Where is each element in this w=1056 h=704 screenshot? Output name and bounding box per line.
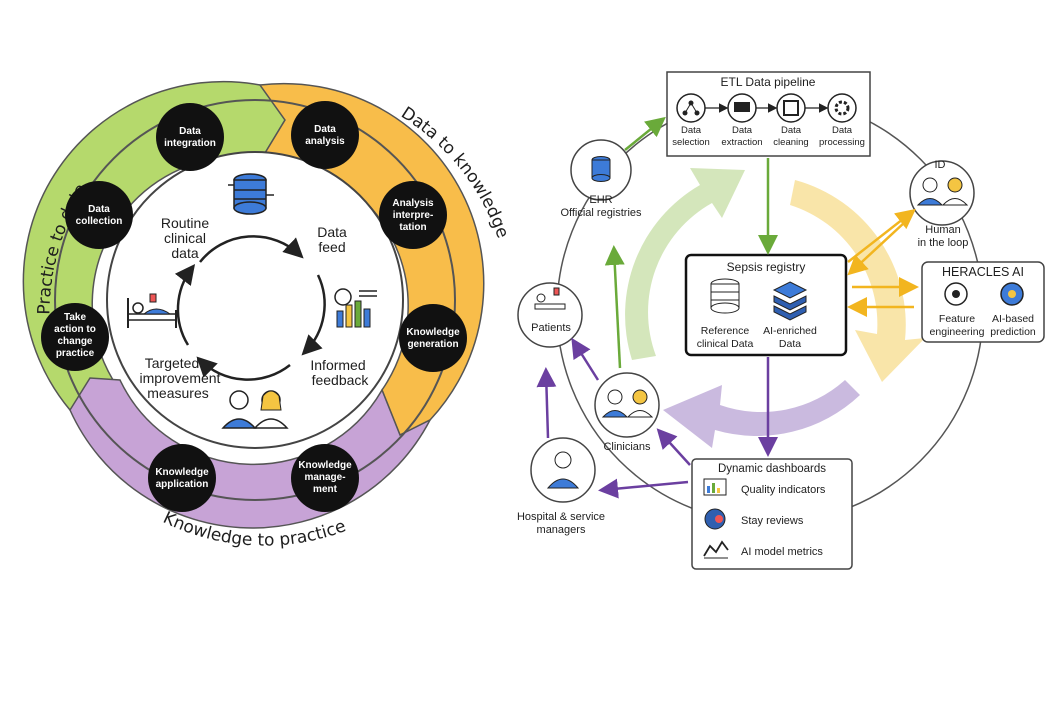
- svg-text:Dynamic dashboards: Dynamic dashboards: [718, 463, 826, 475]
- svg-text:Stay reviews: Stay reviews: [741, 515, 804, 527]
- yellow-band-arrow: [790, 180, 925, 382]
- green-band-arrow: [625, 168, 745, 360]
- svg-text:AI model metrics: AI model metrics: [741, 546, 823, 558]
- patients-node: Patients: [517, 282, 583, 348]
- clinicians-icon: [221, 390, 289, 429]
- etl-title: ETL Data pipeline: [721, 75, 816, 89]
- svg-text:HERACLES AI: HERACLES AI: [942, 265, 1024, 279]
- clinicians-node: Clinicians: [594, 372, 660, 453]
- dynamic-dashboards-box: Dynamic dashboards Quality indicators St…: [691, 458, 853, 570]
- svg-text:Clinicians: Clinicians: [603, 441, 651, 453]
- flow-arrows: [536, 116, 919, 499]
- svg-text:Sepsis registry: Sepsis registry: [727, 260, 806, 274]
- patient-bed-icon: [127, 293, 177, 328]
- inner-cycle-arrows: [174, 235, 326, 381]
- svg-text:Patients: Patients: [531, 322, 571, 334]
- purple-band-arrow: [663, 380, 860, 448]
- bar-chart-icon: [334, 288, 377, 328]
- database-icon: [228, 173, 274, 215]
- inner-cycle: [106, 151, 404, 449]
- svg-text:Quality indicators: Quality indicators: [741, 484, 826, 496]
- left-cycle-diagram: Practice to data Data to knowledge Knowl…: [22, 80, 513, 551]
